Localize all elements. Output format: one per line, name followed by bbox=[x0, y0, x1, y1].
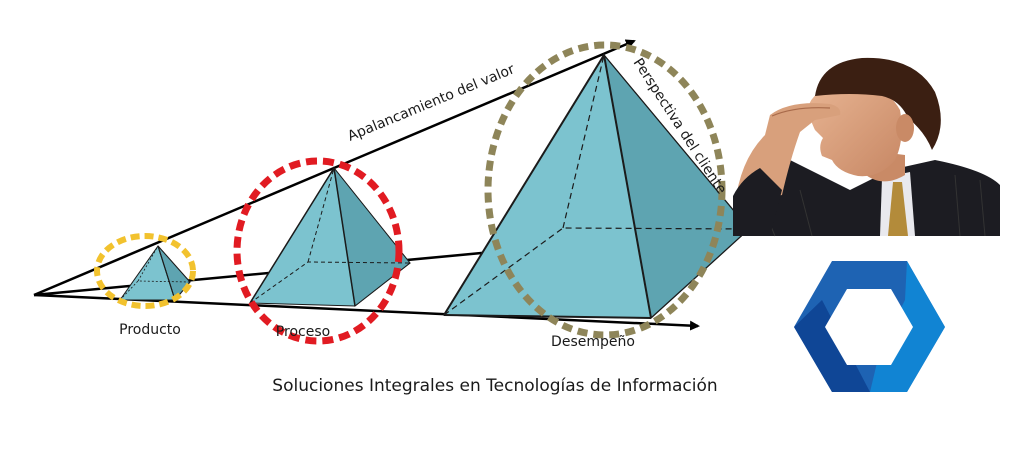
stage-label-producto: Producto bbox=[119, 322, 181, 338]
stage-label-desempeno: Desempeño bbox=[551, 334, 635, 350]
highlight-ring-proceso bbox=[233, 157, 403, 345]
pyramid-desempeno bbox=[442, 52, 750, 320]
hexagon-logo-icon bbox=[794, 261, 945, 392]
pyramid-producto bbox=[119, 245, 191, 302]
stage-label-proceso: Proceso bbox=[276, 324, 330, 340]
top-arrow-label: Apalancamiento del valor bbox=[345, 61, 517, 144]
footer-caption: Soluciones Integrales en Tecnologías de … bbox=[272, 376, 718, 396]
highlight-ring-producto bbox=[94, 233, 196, 309]
man-looking-ahead-icon bbox=[733, 57, 1000, 237]
pyramid-proceso bbox=[249, 166, 411, 307]
highlight-ring-desempeno bbox=[484, 41, 726, 339]
